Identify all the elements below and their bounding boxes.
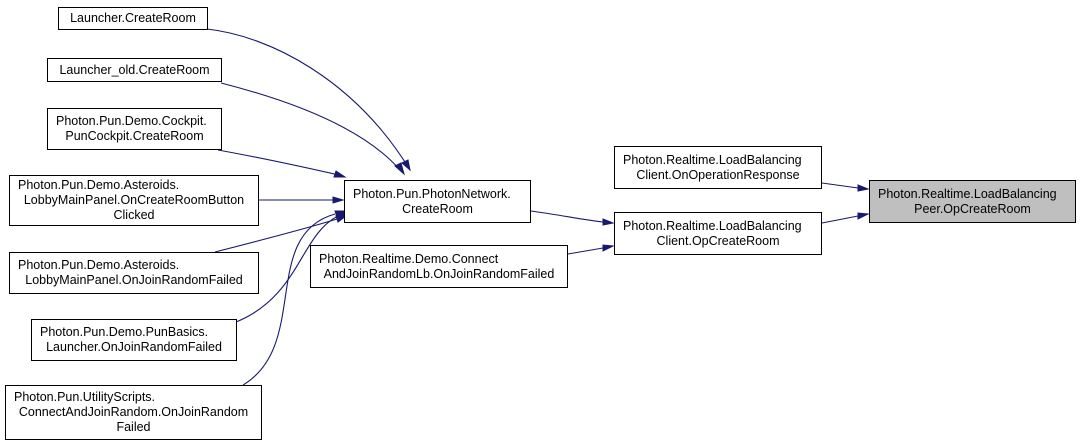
node-label-line: Photon.Realtime.Demo.Connect (319, 251, 499, 266)
edge-asteroids-failed-to-photonnetwork (214, 218, 338, 253)
node-label-line: Launcher_old.CreateRoom (59, 62, 210, 77)
node-label-line: Photon.Pun.Demo.Cockpit. (56, 114, 207, 128)
node-label-line: Photon.Realtime.LoadBalancing (623, 152, 802, 167)
arrowhead-lbclient-response (857, 184, 870, 192)
node-punbasics-join-random-failed[interactable]: Photon.Pun.Demo.PunBasics. Launcher.OnJo… (31, 319, 237, 361)
node-label-line: Clicked (113, 208, 155, 222)
node-launcher-old-create-room[interactable]: Launcher_old.CreateRoom (47, 58, 222, 82)
node-label-line: LobbyMainPanel.OnJoinRandomFailed (25, 273, 243, 287)
node-lbclient-on-operation-response[interactable]: Photon.Realtime.LoadBalancing Client.OnO… (614, 146, 822, 189)
edge-cockpit-to-photonnetwork (217, 149, 344, 177)
node-label-line: Failed (116, 420, 151, 434)
edge-launcher-to-photonnetwork (206, 28, 411, 171)
node-label-line: Photon.Realtime.LoadBalancing (878, 186, 1057, 201)
node-launcher-create-room[interactable]: Launcher.CreateRoom (58, 7, 208, 30)
node-label-line: LobbyMainPanel.OnCreateRoomButton (23, 193, 245, 207)
node-lbclient-op-create-room[interactable]: Photon.Realtime.LoadBalancing Client.OpC… (614, 212, 822, 255)
node-label-line: Launcher.OnJoinRandomFailed (46, 340, 222, 354)
arrowhead-utility (334, 210, 347, 218)
arrowhead-lbclient-create (857, 212, 870, 220)
node-label-line: ConnectAndJoinRandom.OnJoinRandom (18, 405, 249, 419)
node-asteroids-create-room-button-clicked[interactable]: Photon.Pun.Demo.Asteroids. LobbyMainPane… (9, 175, 259, 226)
node-utility-join-random-failed[interactable]: Photon.Pun.UtilityScripts. ConnectAndJoi… (5, 385, 262, 440)
node-label-line: Photon.Pun.PhotonNetwork. (353, 186, 511, 201)
node-label-line: Launcher.CreateRoom (70, 11, 196, 25)
node-asteroids-join-random-failed[interactable]: Photon.Pun.Demo.Asteroids. LobbyMainPane… (9, 252, 259, 294)
arrowhead-photonnetwork-to-lbclient (602, 218, 615, 226)
node-photonnetwork-create-room[interactable]: Photon.Pun.PhotonNetwork. CreateRoom (344, 180, 531, 223)
node-lbpeer-op-create-room[interactable]: Photon.Realtime.LoadBalancing Peer.OpCre… (869, 180, 1076, 223)
node-label-line: Photon.Pun.Demo.PunBasics. (40, 325, 209, 339)
node-label-line: Photon.Pun.UtilityScripts. (14, 390, 156, 404)
node-label-line: Photon.Pun.Demo.Asteroids. (18, 178, 180, 192)
edge-lbclient-create-to-lbpeer (821, 215, 859, 224)
edge-lbclient-response-to-lbpeer (821, 182, 859, 189)
edge-photonnetwork-to-lbclient-create (530, 210, 604, 223)
edge-punbasics-to-photonnetwork (235, 215, 339, 323)
arrowhead-launcher (401, 159, 411, 172)
arrowhead-cockpit (333, 170, 347, 178)
arrowhead-launcher-old (394, 162, 405, 176)
edge-launcher-old-to-photonnetwork (220, 82, 401, 171)
node-label-line: Client.OnOperationResponse (636, 167, 800, 182)
node-label-line: Client.OpCreateRoom (656, 233, 780, 248)
edge-utility-to-photonnetwork (242, 213, 336, 386)
edge-realtime-demo-to-lbclient-create (567, 247, 604, 255)
node-label-line: PunCockpit.CreateRoom (65, 129, 204, 143)
node-label-line: Photon.Pun.Demo.Asteroids. (18, 258, 180, 272)
arrowhead-asteroids-button (332, 196, 345, 204)
node-realtime-demo-join-random-failed[interactable]: Photon.Realtime.Demo.Connect AndJoinRand… (310, 245, 568, 288)
node-label-line: CreateRoom (402, 201, 473, 216)
node-label-line: Peer.OpCreateRoom (914, 201, 1031, 216)
node-label-line: AndJoinRandomLb.OnJoinRandomFailed (323, 266, 555, 281)
node-cockpit-create-room[interactable]: Photon.Pun.Demo.Cockpit. PunCockpit.Crea… (47, 108, 222, 150)
node-label-line: Photon.Realtime.LoadBalancing (623, 218, 802, 233)
arrowhead-realtime-demo (602, 244, 615, 252)
